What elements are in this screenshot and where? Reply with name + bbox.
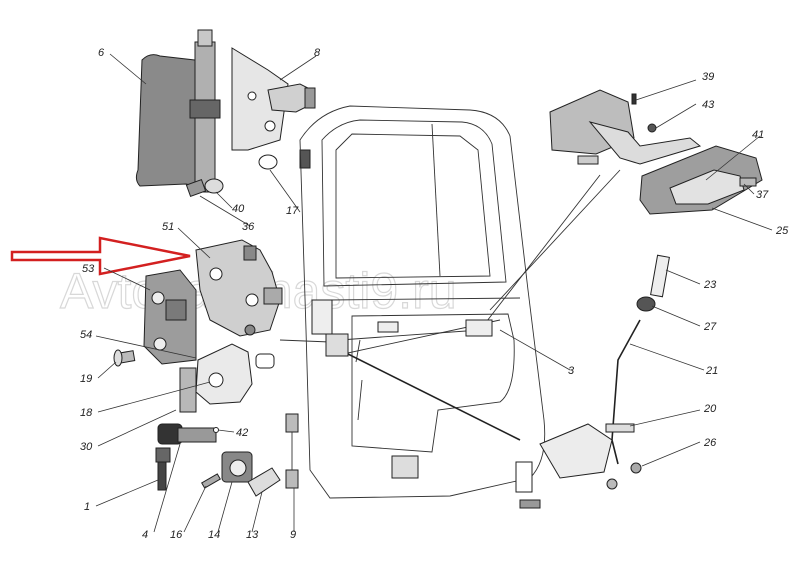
pin-part-42 xyxy=(213,427,219,433)
part-labels: 6 8 40 17 36 51 53 54 19 18 30 42 1 4 16… xyxy=(80,47,789,541)
lock-plate-part-53 xyxy=(143,269,197,365)
inner-handle-part-25 xyxy=(639,145,763,215)
label-26: 26 xyxy=(703,437,717,449)
screw-part-26 xyxy=(630,462,642,474)
label-9: 9 xyxy=(290,529,296,541)
label-40: 40 xyxy=(232,203,245,215)
label-14: 14 xyxy=(208,529,220,541)
bar-part-30 xyxy=(179,367,197,413)
label-39: 39 xyxy=(702,71,714,83)
label-3: 3 xyxy=(568,365,575,377)
label-20: 20 xyxy=(703,403,717,415)
label-43: 43 xyxy=(702,99,715,111)
hinge-part-6 xyxy=(135,29,221,193)
label-51: 51 xyxy=(162,221,174,233)
label-53: 53 xyxy=(82,263,95,275)
label-41: 41 xyxy=(752,129,764,141)
screw-part-19 xyxy=(113,349,136,367)
clip-part-13 xyxy=(247,467,281,497)
label-30: 30 xyxy=(80,441,93,453)
bushing-part-9 xyxy=(285,413,299,489)
cylinder-housing-part-14 xyxy=(221,451,253,483)
label-37: 37 xyxy=(756,189,769,201)
lock-assembly-on-door xyxy=(311,299,493,357)
lock-cylinder-part-4 xyxy=(157,423,217,445)
label-17: 17 xyxy=(286,205,299,217)
label-4: 4 xyxy=(142,529,148,541)
label-13: 13 xyxy=(246,529,259,541)
label-25: 25 xyxy=(775,225,789,237)
bolt-part-23 xyxy=(650,254,670,298)
label-1: 1 xyxy=(84,501,90,513)
label-6: 6 xyxy=(98,47,105,59)
label-23: 23 xyxy=(703,279,717,291)
rod-part-21 xyxy=(611,319,641,465)
key-part-1 xyxy=(155,447,171,491)
screw-part-16 xyxy=(201,473,221,489)
label-19: 19 xyxy=(80,373,92,385)
striker-plate-part-18 xyxy=(195,343,275,405)
label-42: 42 xyxy=(236,427,248,439)
label-27: 27 xyxy=(703,321,717,333)
lock-rod xyxy=(339,349,521,441)
lower-bracket-assembly xyxy=(515,423,618,509)
bracket-part-20 xyxy=(605,423,635,433)
hinge-bracket-part-8 xyxy=(231,47,316,169)
red-arrow-icon xyxy=(10,236,191,276)
lock-mechanism-part-51 xyxy=(195,239,283,337)
label-16: 16 xyxy=(170,529,183,541)
label-36: 36 xyxy=(242,221,255,233)
label-21: 21 xyxy=(705,365,718,377)
washer-part-27 xyxy=(636,296,656,312)
label-18: 18 xyxy=(80,407,93,419)
washer-part-17 xyxy=(258,154,278,170)
outer-handle-part-39 xyxy=(549,89,702,165)
bolt-part-40 xyxy=(185,178,224,198)
label-54: 54 xyxy=(80,329,92,341)
leader-lines xyxy=(95,53,773,533)
label-8: 8 xyxy=(314,47,321,59)
